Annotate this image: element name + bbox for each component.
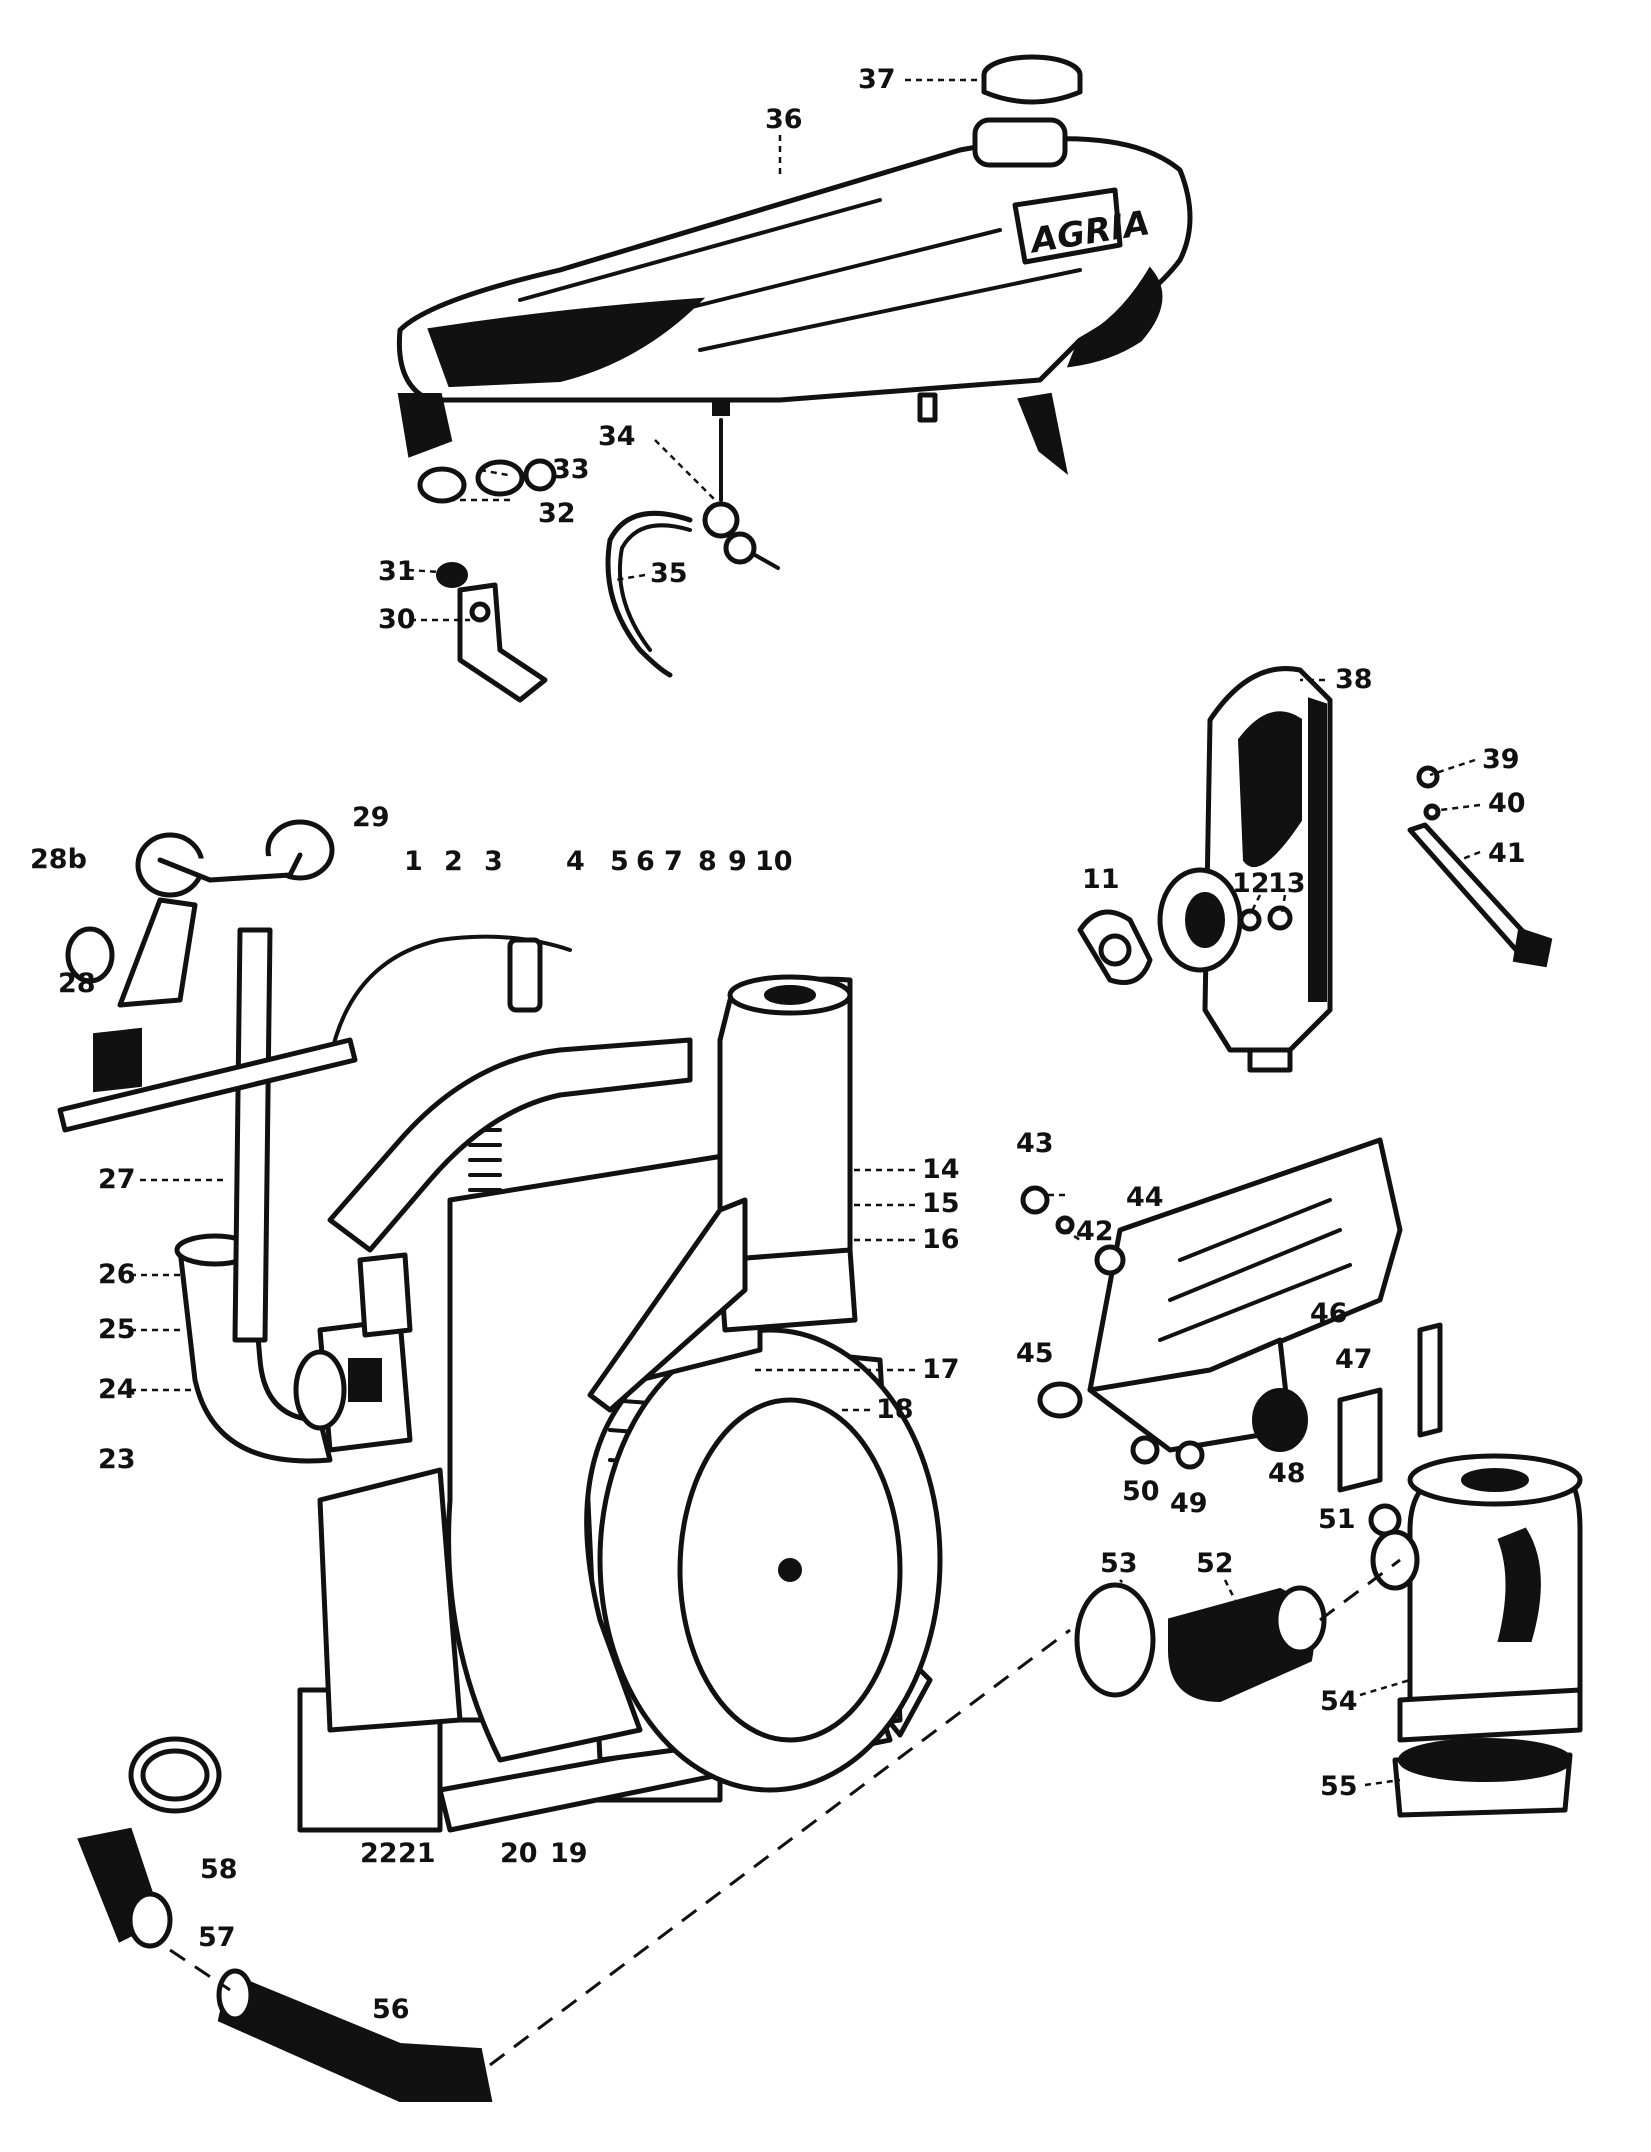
- callout-25: 25: [98, 1314, 136, 1345]
- engine-assembly: [57, 819, 943, 1833]
- callout-5: 5: [610, 846, 629, 877]
- callout-2: 2: [444, 846, 463, 877]
- air-cleaner-bracket: [1020, 1137, 1403, 1470]
- callout-55: 55: [1320, 1771, 1358, 1802]
- callout-18: 18: [876, 1394, 914, 1425]
- exhaust-muffler: [1077, 666, 1333, 1073]
- callout-31: 31: [378, 556, 416, 587]
- hinge-bracket: [1337, 1322, 1443, 1537]
- callout-22: 22: [360, 1838, 398, 1869]
- air-cleaner: [1370, 1453, 1583, 1818]
- callout-58: 58: [200, 1854, 238, 1885]
- callout-28b: 28b: [30, 844, 87, 875]
- callout-44: 44: [1126, 1182, 1164, 1213]
- callout-32: 32: [538, 498, 576, 529]
- callout-8: 8: [698, 846, 717, 877]
- callout-42: 42: [1076, 1216, 1114, 1247]
- intake-hose: [1074, 1582, 1327, 1703]
- callout-49: 49: [1170, 1488, 1208, 1519]
- callout-3: 3: [484, 846, 503, 877]
- callout-38: 38: [1335, 664, 1373, 695]
- callout-36: 36: [765, 104, 803, 135]
- callout-51: 51: [1318, 1504, 1356, 1535]
- callout-13: 13: [1268, 868, 1306, 899]
- callout-46: 46: [1310, 1298, 1348, 1329]
- callout-37: 37: [858, 64, 896, 95]
- callout-12: 12: [1232, 868, 1270, 899]
- tank-bracket: [436, 562, 548, 703]
- callout-40: 40: [1488, 788, 1526, 819]
- callout-57: 57: [198, 1922, 236, 1953]
- callout-28: 28: [58, 968, 96, 999]
- callout-52: 52: [1196, 1548, 1234, 1579]
- callout-24: 24: [98, 1374, 136, 1405]
- callout-23: 23: [98, 1444, 136, 1475]
- callout-9: 9: [728, 846, 747, 877]
- callout-labels: 1 2 3 4 5 6 7 8 9 10 11 12 13 14 15 16 1…: [30, 64, 1526, 2025]
- callout-4: 4: [566, 846, 585, 877]
- callout-20: 20: [500, 1838, 538, 1869]
- callout-50: 50: [1122, 1476, 1160, 1507]
- callout-33: 33: [552, 454, 590, 485]
- callout-11: 11: [1082, 864, 1120, 895]
- assembly-line-cleaner: [1319, 1558, 1401, 1622]
- callout-16: 16: [922, 1224, 960, 1255]
- tank-rubber-mounts: [417, 458, 557, 504]
- callout-1: 1: [404, 846, 423, 877]
- callout-14: 14: [922, 1154, 960, 1185]
- assembly-line-hose: [169, 1948, 231, 1992]
- callout-43: 43: [1016, 1128, 1054, 1159]
- callout-45: 45: [1016, 1338, 1054, 1369]
- callout-29: 29: [352, 802, 390, 833]
- callout-10: 10: [755, 846, 793, 877]
- callout-41: 41: [1488, 838, 1526, 869]
- muffler-strap: [1407, 765, 1553, 968]
- callout-53: 53: [1100, 1548, 1138, 1579]
- callout-21: 21: [398, 1838, 436, 1869]
- callout-19: 19: [550, 1838, 588, 1869]
- callout-34: 34: [598, 421, 636, 452]
- callout-48: 48: [1268, 1458, 1306, 1489]
- callout-26: 26: [98, 1259, 136, 1290]
- intake-tube: [77, 1736, 493, 2102]
- callout-54: 54: [1320, 1686, 1358, 1717]
- callout-56: 56: [372, 1994, 410, 2025]
- callout-6: 6: [636, 846, 655, 877]
- callout-17: 17: [922, 1354, 960, 1385]
- callout-27: 27: [98, 1164, 136, 1195]
- callout-47: 47: [1335, 1344, 1373, 1375]
- fuel-cap: [981, 54, 1083, 105]
- fuel-hose: [605, 510, 693, 678]
- callout-7: 7: [664, 846, 683, 877]
- callout-35: 35: [650, 558, 688, 589]
- leader-lines: [130, 78, 1481, 1787]
- callout-39: 39: [1482, 744, 1520, 775]
- callout-30: 30: [378, 604, 416, 635]
- fuel-tank: AGRIA: [396, 117, 1193, 475]
- callout-15: 15: [922, 1188, 960, 1219]
- fuel-tap: [702, 400, 780, 570]
- assembly-line-intake: [489, 1628, 1071, 2067]
